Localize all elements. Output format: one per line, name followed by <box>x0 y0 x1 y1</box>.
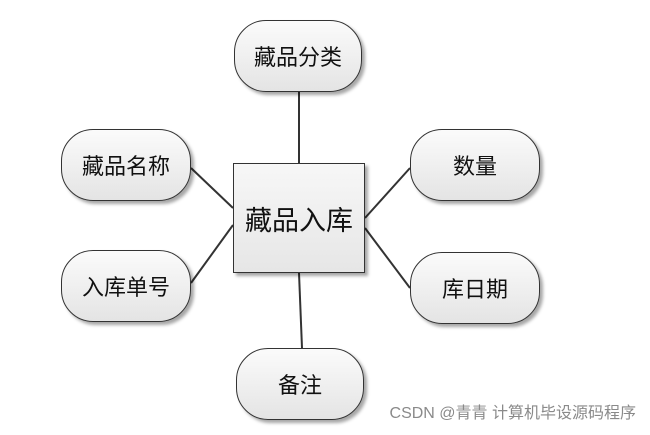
attribute-date-label: 库日期 <box>441 278 508 303</box>
attribute-inbound-number: 入库单号 <box>61 250 191 322</box>
attribute-name-label: 藏品名称 <box>81 155 170 180</box>
attribute-quantity: 数量 <box>410 129 540 201</box>
attribute-category-label: 藏品分类 <box>253 46 342 71</box>
attribute-note-label: 备注 <box>277 374 322 399</box>
attribute-inbound-number-label: 入库单号 <box>81 276 170 301</box>
watermark-text: CSDN @青青 计算机毕设源码程序 <box>389 405 636 422</box>
attribute-note: 备注 <box>236 348 364 420</box>
attribute-category: 藏品分类 <box>234 20 362 92</box>
connector-inbound-number <box>190 224 234 284</box>
attribute-quantity-label: 数量 <box>452 155 497 180</box>
connector-quantity <box>364 167 411 219</box>
entity-label: 藏品入库 <box>245 205 353 237</box>
attribute-date: 库日期 <box>410 252 540 324</box>
connector-name <box>190 167 234 209</box>
entity-collection-inbound: 藏品入库 <box>233 163 365 273</box>
attribute-name: 藏品名称 <box>61 129 191 201</box>
connector-date <box>364 227 411 289</box>
connector-note <box>298 272 303 349</box>
